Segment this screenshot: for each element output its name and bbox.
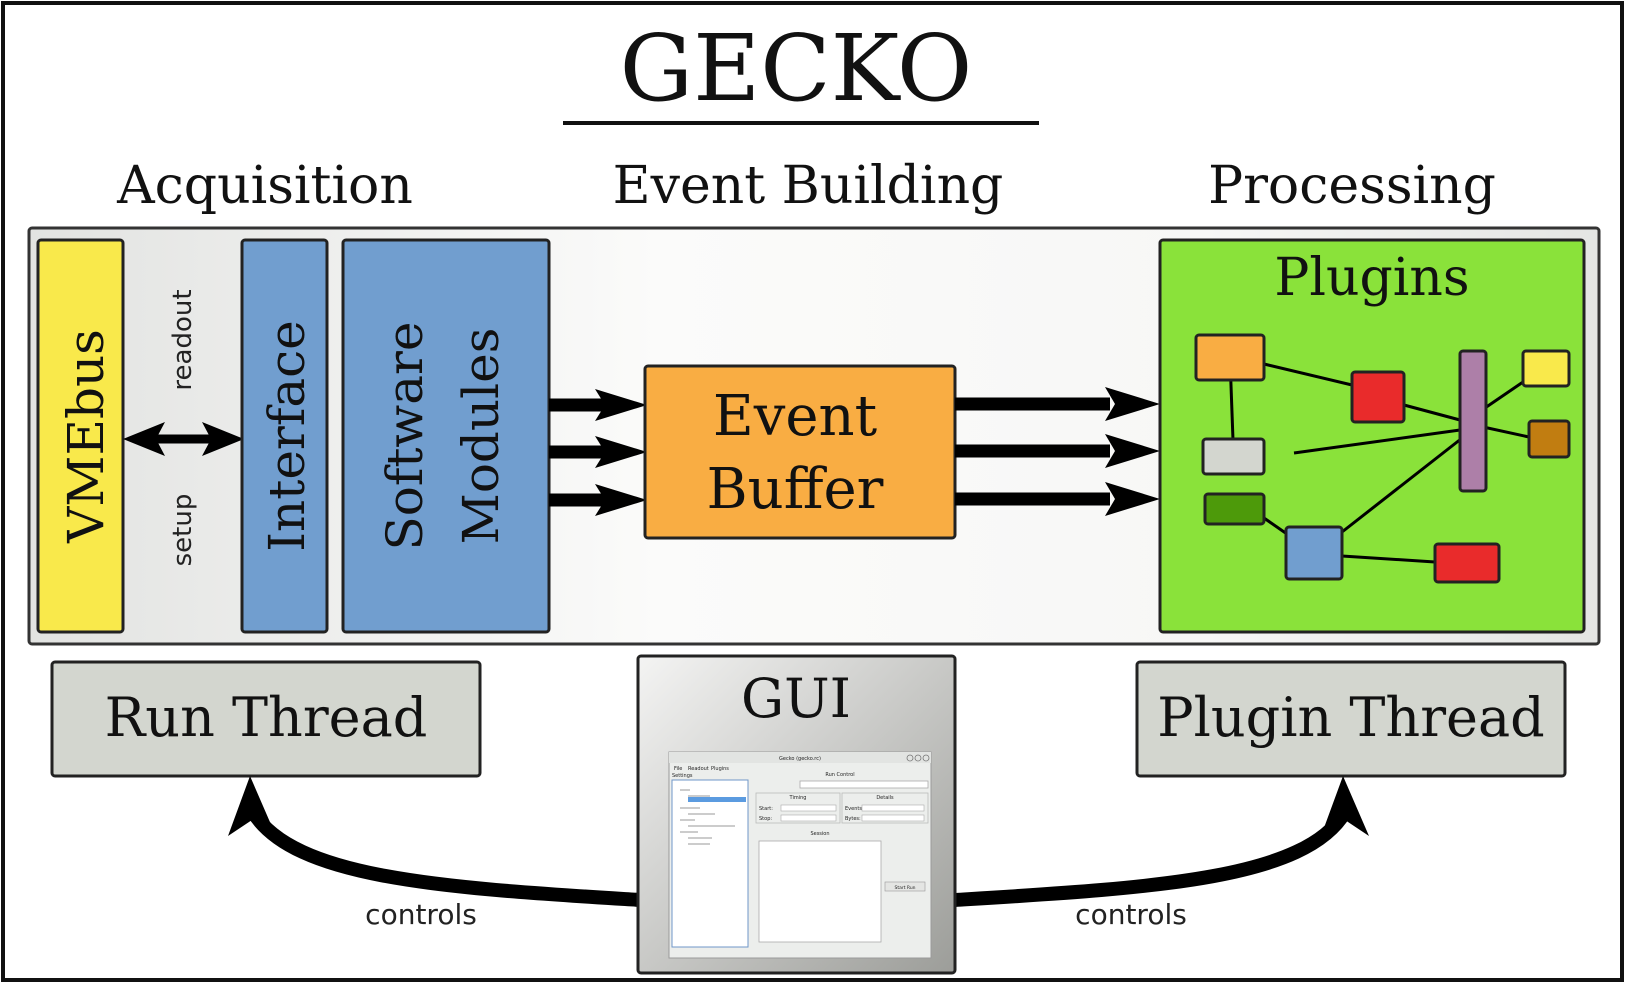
controls-left-arrowhead [228,776,276,836]
gui-shot-settings-tree [671,779,749,948]
event-buffer-line1: Event [713,384,878,449]
gui-shot-session-area [758,840,882,943]
plugin-node-grey [1201,437,1266,476]
gui-shot-tree-selection [688,797,746,802]
interface-block [240,238,329,634]
event-buffer-line2: Buffer [707,457,884,522]
setup-label: setup [168,494,198,567]
readout-label: readout [168,289,198,390]
gui-shot-start-run-button [884,881,926,892]
gui-shot-window-title: Gecko (gecko.rc) [779,756,821,762]
plugin-node-yellow [1521,349,1571,388]
interface-label: Interface [258,320,316,551]
plugin-node-red-bottom [1433,542,1501,584]
readout-arrowhead [202,422,244,456]
page-title: GECKO [620,15,973,122]
gui-screenshot: Gecko (gecko.rc) File Readout Plugins Se… [668,751,932,959]
gui-shot-timing: Timing [789,795,807,801]
plugin-node-dark-green [1203,492,1266,526]
gui-shot-start-label: Start: [759,806,773,812]
gui-shot-details: Details [876,795,894,801]
gui-shot-stop-label: Stop: [759,816,772,822]
vmebus-label: VMEbus [57,329,115,544]
gui-label: GUI [741,667,851,730]
gui-shot-tree-header: Settings [672,773,693,779]
gui-shot-close-icon [922,754,930,762]
gui-shot-tree-rows [680,789,735,845]
gui-shot-start-run-label: Start Run [894,885,915,891]
controls-right-curve [954,808,1352,907]
gui-shot-events-label: Events: [845,806,864,812]
vmebus-block [36,238,125,634]
setup-arrowhead [123,422,165,456]
run-thread-label: Run Thread [105,686,428,749]
gui-shot-run-name-field [799,780,929,789]
plugin-node-orange [1194,333,1266,382]
gui-shot-minimize-icon [906,754,914,762]
heading-acquisition: Acquisition [116,156,413,216]
run-thread-box [50,660,482,778]
plugin-node-purple-bar [1458,349,1488,493]
gui-shot-menu-plugins: Plugins [711,766,729,772]
buffer-to-plugins-arrows [955,387,1160,516]
plugin-node-red-top [1350,370,1406,424]
gui-shot-menu-file: File [674,766,682,772]
plugins-label: Plugins [1274,248,1469,308]
controls-right-label: controls [1075,898,1187,931]
controls-left-curve [247,808,641,907]
heading-processing: Processing [1208,156,1496,216]
modules-label: Modules [452,328,510,545]
plugin-thread-label: Plugin Thread [1157,686,1545,749]
gui-shot-menu-readout: Readout [688,766,709,772]
modules-to-buffer-arrows [549,389,647,516]
gui-shot-maximize-icon [914,754,922,762]
gui-shot-bytes-label: Bytes: [845,816,861,822]
plugin-node-brown [1527,419,1571,459]
gui-shot-details-group [841,792,929,824]
software-label: Software [376,321,434,550]
controls-left-label: controls [365,898,477,931]
controls-right-arrowhead [1321,776,1369,836]
plugins-block [1158,238,1586,634]
plugin-thread-box [1135,660,1567,778]
heading-event-building: Event Building [613,156,1004,216]
plugin-node-blue [1284,525,1344,581]
gui-shot-run-control: Run Control [825,772,854,778]
gui-shot-session: Session [810,831,829,837]
gui-shot-timing-group [755,792,841,824]
software-modules-block [341,238,551,634]
